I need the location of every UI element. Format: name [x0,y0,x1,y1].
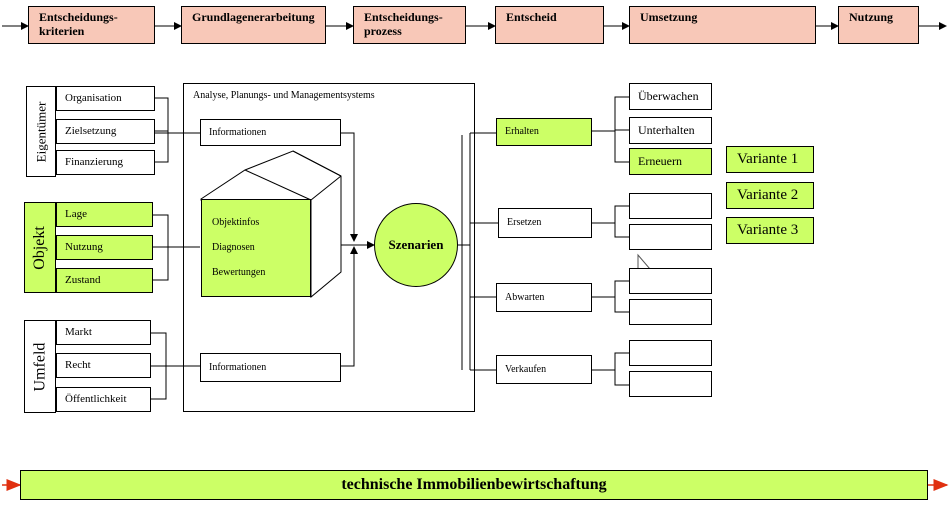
group-label-text: Eigentümer [33,101,48,162]
management-system-frame [183,83,475,412]
sub-ueberwachen: Überwachen [629,83,712,110]
info-box-bottom: Informationen [200,353,341,382]
empty-box [629,224,712,250]
item-recht: Recht [56,353,151,378]
item-oeffentlichkeit: Öffentlichkeit [56,387,151,412]
group-label-eigentuemer: Eigentümer [26,86,56,177]
szenarien-circle: Szenarien [374,203,458,287]
variante-2: Variante 2 [726,182,814,209]
cube-line: Diagnosen [212,242,255,253]
item-organisation: Organisation [56,86,155,111]
option-erhalten: Erhalten [496,118,592,146]
process-step-entscheidungskriterien: Entscheidungs- kriterien [28,6,155,44]
empty-box [629,340,712,366]
option-verkaufen: Verkaufen [496,355,592,384]
empty-box [629,268,712,294]
process-step-entscheid: Entscheid [495,6,604,44]
variante-1: Variante 1 [726,146,814,173]
step-line: Grundlagenerarbeitung [192,10,315,24]
info-box-top: Informationen [200,119,341,146]
process-step-entscheidungsprozess: Entscheidungs- prozess [353,6,466,44]
step-line: Entscheidungs- [39,10,118,24]
sub-erneuern: Erneuern [629,148,712,175]
cube-front: Objektinfos Diagnosen Bewertungen [201,199,311,297]
option-ersetzen: Ersetzen [498,208,592,238]
item-nutzung: Nutzung [56,235,153,260]
step-line: prozess [364,23,402,38]
item-lage: Lage [56,202,153,227]
item-finanzierung: Finanzierung [56,150,155,175]
variante-3: Variante 3 [726,217,814,244]
empty-box [629,193,712,219]
footer-bar: technische Immobilienbewirtschaftung [20,470,928,500]
group-label-objekt: Objekt [24,202,56,293]
process-step-umsetzung: Umsetzung [629,6,816,44]
empty-box [629,371,712,397]
sub-unterhalten: Unterhalten [629,117,712,144]
footer-label: technische Immobilienbewirtschaftung [341,475,607,493]
group-label-umfeld: Umfeld [24,320,56,413]
group-label-text: Umfeld [31,342,48,391]
item-zielsetzung: Zielsetzung [56,119,155,144]
step-line: Nutzung [849,10,894,24]
item-markt: Markt [56,320,151,345]
cube-line: Bewertungen [212,267,266,278]
step-line: Entscheidungs- [364,10,443,24]
step-line: Entscheid [506,10,557,24]
management-system-title: Analyse, Planungs- und Managementsystems [193,90,375,101]
process-step-grundlagenerarbeitung: Grundlagenerarbeitung [181,6,326,44]
cube-line: Objektinfos [212,217,260,228]
step-line: Umsetzung [640,10,698,24]
empty-box [629,299,712,325]
group-label-text: Objekt [31,225,49,270]
option-abwarten: Abwarten [496,283,592,312]
szenarien-label: Szenarien [388,237,444,252]
process-step-nutzung: Nutzung [838,6,919,44]
item-zustand: Zustand [56,268,153,293]
step-line: kriterien [39,23,85,38]
